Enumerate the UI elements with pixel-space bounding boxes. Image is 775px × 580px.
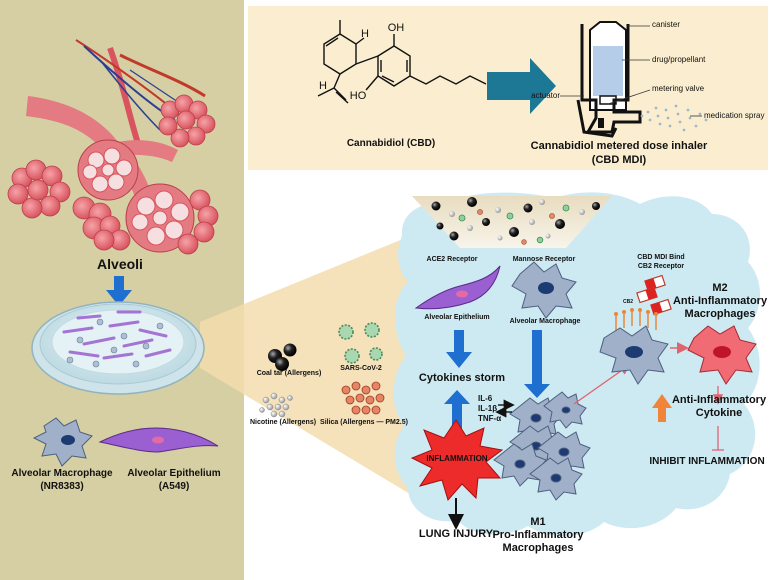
m1-title: M1 <box>530 516 546 528</box>
petri-dish <box>31 301 205 395</box>
inhaler-device <box>576 21 642 138</box>
epithelium-legend-line: (A549) <box>158 481 190 492</box>
inflammation-burst <box>410 419 504 502</box>
legend-macrophage-cell <box>32 417 93 467</box>
epithelium-legend-label: Alveolar Epithelium <box>127 468 221 479</box>
actuator-label: actuator <box>531 91 560 100</box>
molecule-h1: H <box>361 28 369 40</box>
il1b-label: IL-1β <box>478 404 498 413</box>
epithelium-label: Alveolar Epithelium <box>424 314 490 321</box>
sars-cov-2-virions <box>338 322 383 364</box>
cb2-label: CB2 <box>622 299 633 305</box>
macrophage-to-m1-arrow <box>524 330 550 398</box>
sars-cov-2-label: SARS-CoV-2 <box>340 365 382 372</box>
cytokine-m1-exchange-arrows <box>495 399 515 418</box>
molecule-oh: OH <box>387 22 405 34</box>
m2-line2: Macrophages <box>684 308 756 320</box>
alveoli-illustration <box>7 39 219 255</box>
tnf-label: TNF-α <box>478 414 502 423</box>
mdi-subtitle: (CBD MDI) <box>591 154 647 166</box>
cbd-bind-line1: CBD MDI Bind <box>637 254 685 261</box>
cbd-mdi-blocks <box>636 274 672 316</box>
m2-macrophage-cell <box>687 325 757 385</box>
mannose-label: Mannose Receptor <box>512 256 576 263</box>
alveoli-label: Alveoli <box>97 256 143 272</box>
cbd-to-inhaler-arrow <box>487 58 556 114</box>
cb2-macrophage-cell <box>599 308 669 385</box>
molecule-h2: H <box>319 80 327 92</box>
exposure-cone <box>200 232 420 500</box>
m2-line1: Anti-Inflammatory <box>672 295 768 307</box>
cbd-molecule <box>317 20 487 104</box>
inhaler-leader-lines <box>560 25 702 117</box>
ace2-label: ACE2 Receptor <box>426 256 478 263</box>
cbd-label: Cannabidiol (CBD) <box>346 138 436 149</box>
particle-funnel <box>412 196 612 248</box>
medication-spray <box>640 104 708 132</box>
alveoli-down-arrow <box>106 276 132 306</box>
silica-label: Silica (Allergens — PM2.5) <box>320 419 408 426</box>
m1-line2: Macrophages <box>502 542 574 554</box>
coal-tar-particles <box>268 343 297 371</box>
nicotine-particles <box>259 392 293 418</box>
legend-epithelium-cell <box>98 427 219 453</box>
anti-inflammatory-up-arrow <box>652 394 672 422</box>
metering-valve-label: metering valve <box>652 84 705 93</box>
alveolar-epithelium-cell <box>414 265 501 310</box>
m1-line1: Pro-Inflammatory <box>492 529 584 541</box>
macrophage-legend-label: Alveolar Macrophage <box>11 468 113 479</box>
anti-cytokine-line1: Anti-Inflammatory <box>671 394 767 406</box>
drug-propellant-label: drug/propellant <box>652 55 706 64</box>
medication-spray-label: medication spray <box>704 111 765 120</box>
mdi-title: Cannabidiol metered dose inhaler <box>530 140 708 152</box>
il6-label: IL-6 <box>478 394 493 403</box>
inflammation-label: INFLAMMATION <box>426 454 488 463</box>
molecule-ho: HO <box>349 90 367 102</box>
m2-title: M2 <box>712 282 728 294</box>
cbd-bind-line2: CB2 Receptor <box>637 263 685 270</box>
funnel-particles <box>431 197 600 245</box>
epithelium-to-storm-arrow <box>446 330 472 368</box>
macrophage-label: Alveolar Macrophage <box>509 318 581 325</box>
anti-cytokine-line2: Cytokine <box>695 407 743 419</box>
silica-particles <box>341 381 385 415</box>
m1-to-cb2-arrow <box>573 364 631 405</box>
canister-label: canister <box>652 20 681 29</box>
cytokines-storm-label: Cytokines storm <box>418 372 506 384</box>
macrophage-legend-line: (NR8383) <box>40 481 84 492</box>
nicotine-label: Nicotine (Allergens) <box>249 419 317 426</box>
inflammation-to-storm-arrow <box>444 390 470 440</box>
alveolar-macrophage-cell <box>511 261 577 319</box>
inhibit-inflammation-label: INHIBIT INFLAMMATION <box>649 456 765 467</box>
coal-tar-label: Coal tar (Allergens) <box>256 370 322 377</box>
m1-macrophage-cluster <box>493 391 591 501</box>
lung-injury-label: LUNG INJURY <box>418 528 494 540</box>
